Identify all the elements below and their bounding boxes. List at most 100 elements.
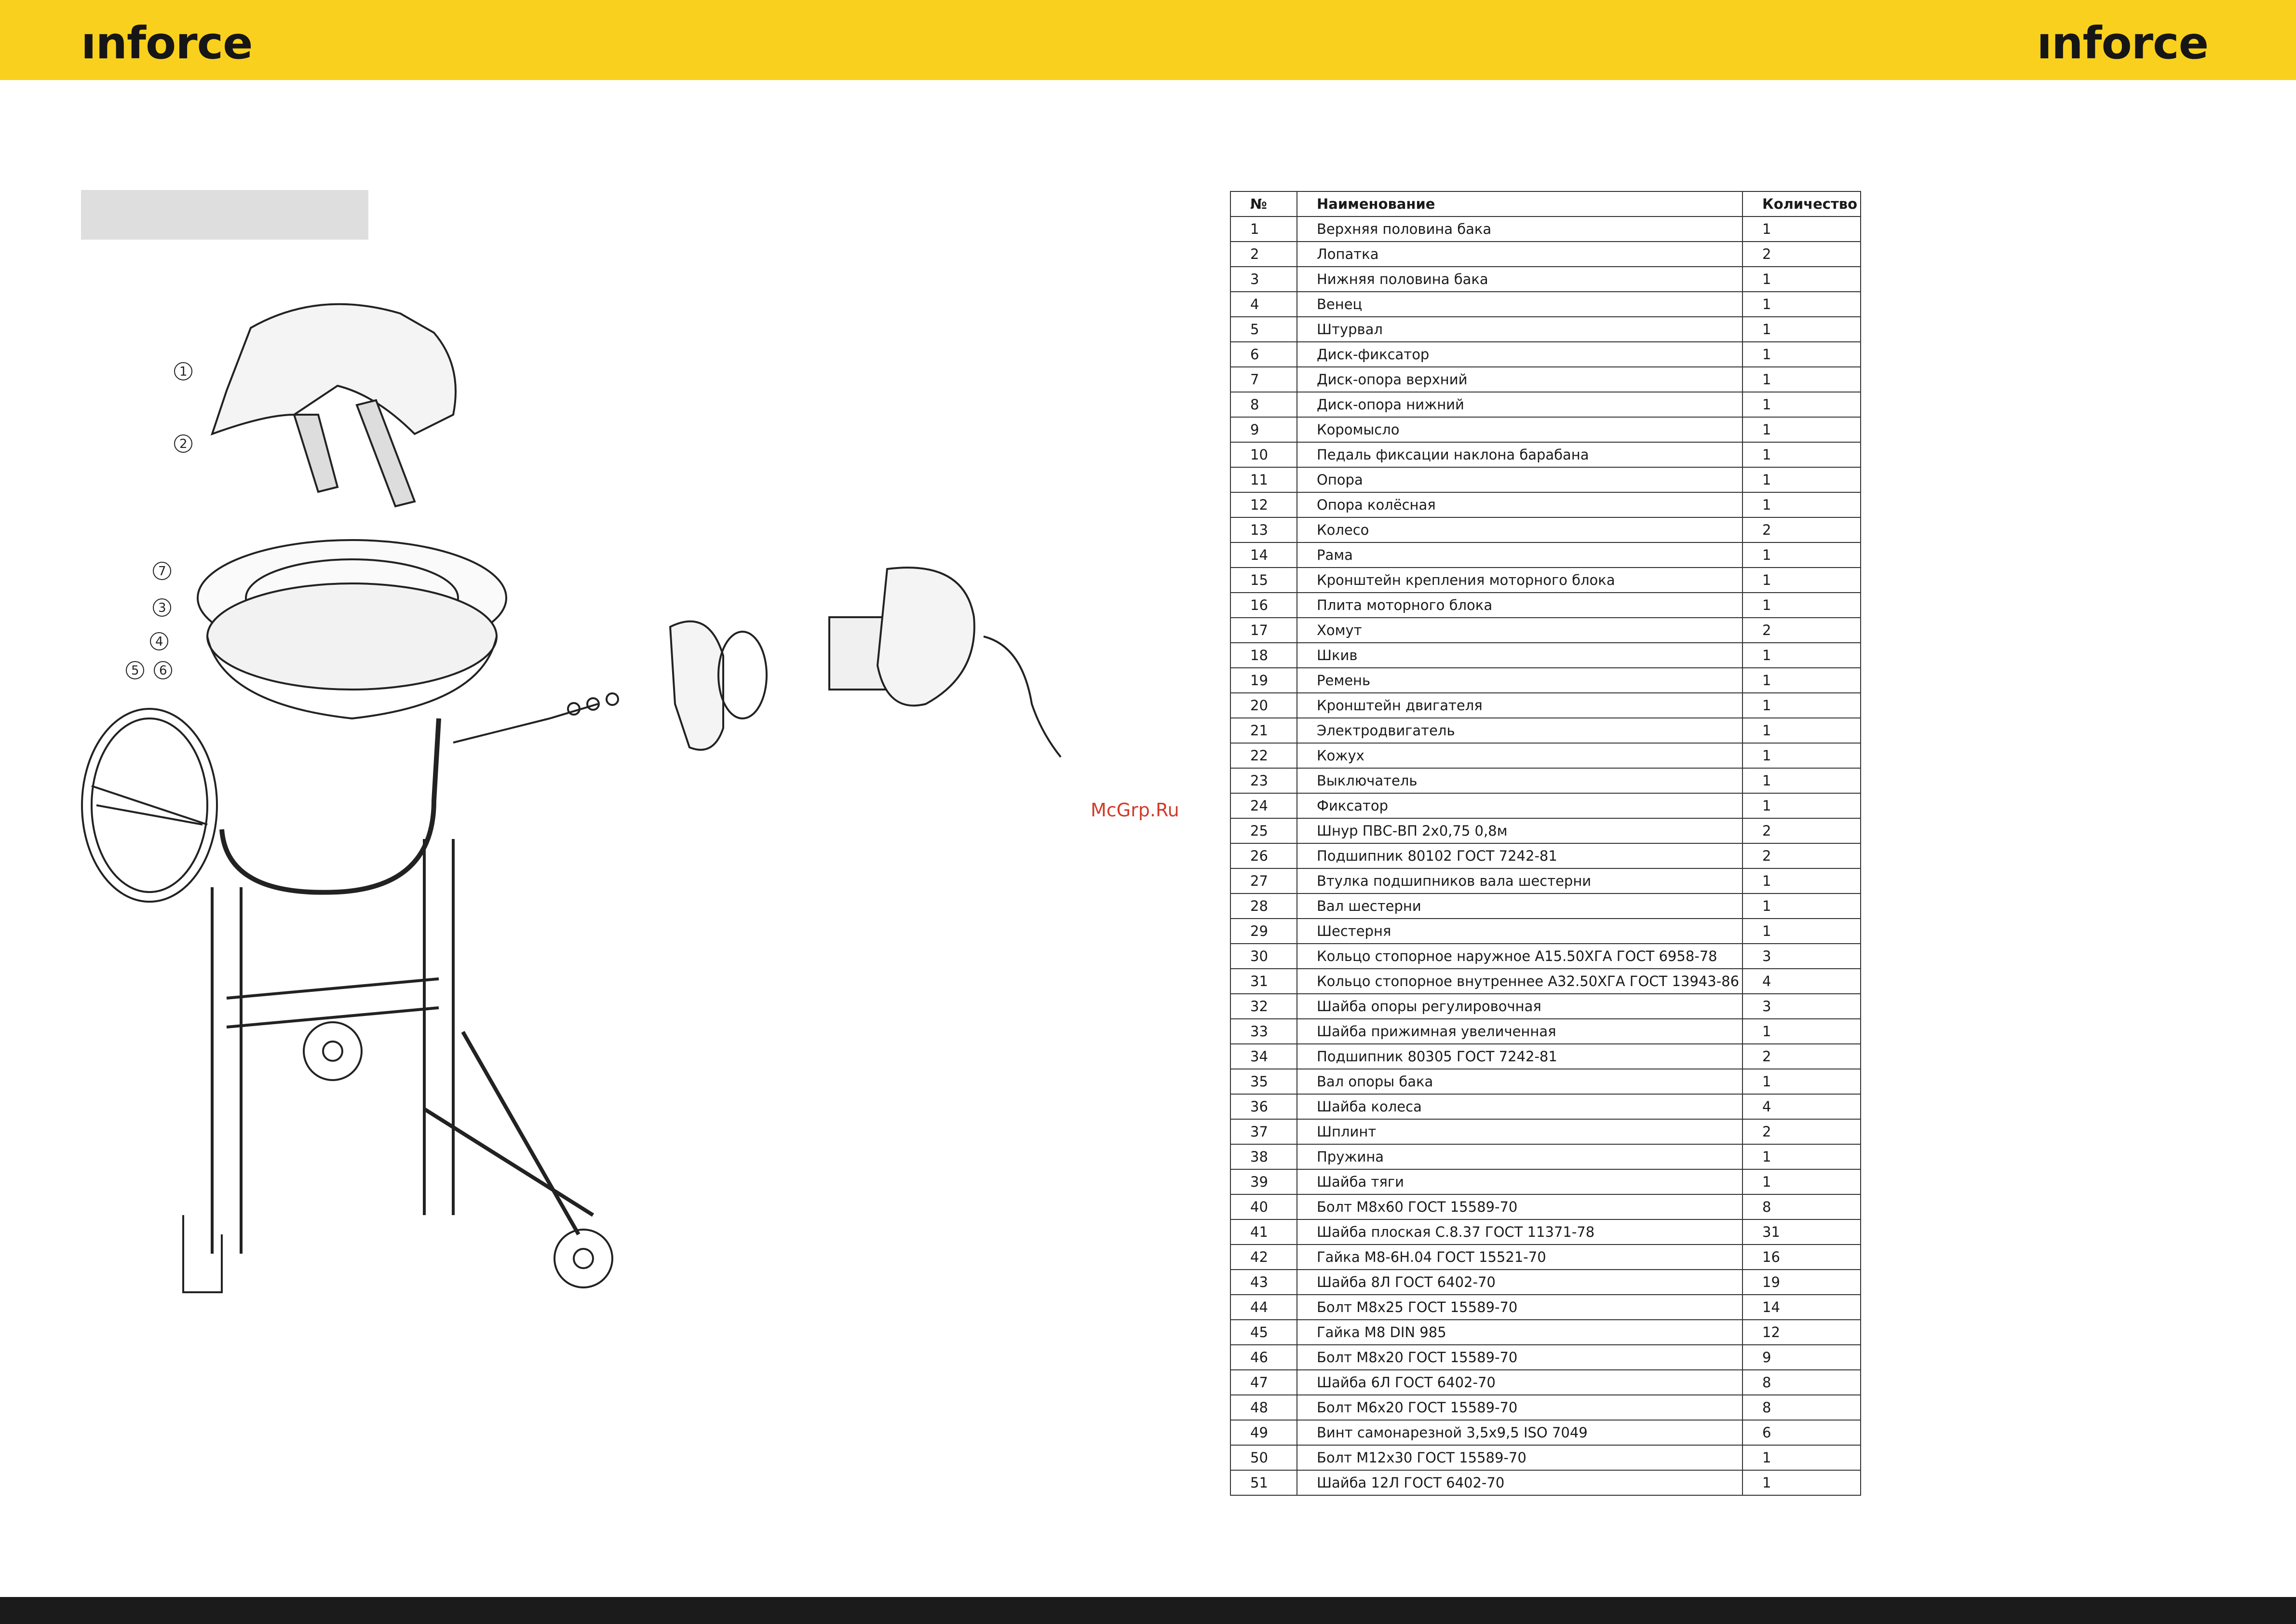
cell-number: 25 (1230, 818, 1297, 844)
cell-quantity: 1 (1742, 642, 1861, 668)
cell-name: Опора (1297, 467, 1743, 493)
cell-quantity: 14 (1742, 1294, 1861, 1320)
cell-quantity: 1 (1742, 918, 1861, 944)
cell-name: Педаль фиксации наклона барабана (1297, 442, 1743, 468)
cell-name: Шайба прижимная увеличенная (1297, 1018, 1743, 1044)
cell-name: Штурвал (1297, 316, 1743, 342)
cell-quantity: 4 (1742, 968, 1861, 994)
cell-quantity: 12 (1742, 1319, 1861, 1345)
cell-name: Шайба плоская С.8.37 ГОСТ 11371-78 (1297, 1219, 1743, 1245)
cell-quantity: 1 (1742, 442, 1861, 468)
cell-quantity: 1 (1742, 542, 1861, 568)
cell-number: 22 (1230, 743, 1297, 769)
cell-quantity: 1 (1742, 1445, 1861, 1471)
cell-name: Гайка М8 DIN 985 (1297, 1319, 1743, 1345)
cell-quantity: 1 (1742, 216, 1861, 242)
cell-number: 34 (1230, 1043, 1297, 1069)
cell-quantity: 1 (1742, 717, 1861, 744)
cell-name: Хомут (1297, 617, 1743, 643)
cell-quantity: 1 (1742, 1018, 1861, 1044)
cell-name: Винт самонарезной 3,5x9,5 ISO 7049 (1297, 1420, 1743, 1446)
cell-name: Подшипник 80305 ГОСТ 7242-81 (1297, 1043, 1743, 1069)
cell-number: 15 (1230, 567, 1297, 593)
cell-name: Кольцо стопорное внутреннее А32.50ХГА ГО… (1297, 968, 1743, 994)
callout-label: 1 (179, 365, 188, 379)
cell-quantity: 1 (1742, 291, 1861, 317)
cell-number: 36 (1230, 1094, 1297, 1120)
cell-number: 17 (1230, 617, 1297, 643)
cell-name: Шкив (1297, 642, 1743, 668)
cell-name: Диск-опора верхний (1297, 366, 1743, 392)
cell-quantity: 1 (1742, 392, 1861, 418)
cell-number: 5 (1230, 316, 1297, 342)
cell-number: 42 (1230, 1244, 1297, 1270)
cell-quantity: 1 (1742, 768, 1861, 794)
cell-number: 19 (1230, 667, 1297, 693)
cell-number: 47 (1230, 1369, 1297, 1395)
cell-number: 43 (1230, 1269, 1297, 1295)
cell-quantity: 1 (1742, 467, 1861, 493)
cell-name: Пружина (1297, 1144, 1743, 1170)
cell-quantity: 2 (1742, 617, 1861, 643)
cell-number: 7 (1230, 366, 1297, 392)
callout-label: 5 (131, 663, 139, 678)
cell-number: 6 (1230, 341, 1297, 367)
cell-name: Вал шестерни (1297, 893, 1743, 919)
cell-number: 13 (1230, 517, 1297, 543)
cell-quantity: 8 (1742, 1369, 1861, 1395)
cell-name: Болт М12x30 ГОСТ 15589-70 (1297, 1445, 1743, 1471)
cell-quantity: 1 (1742, 1169, 1861, 1195)
cell-name: Ремень (1297, 667, 1743, 693)
cell-quantity: 1 (1742, 316, 1861, 342)
cell-name: Рама (1297, 542, 1743, 568)
cell-quantity: 1 (1742, 868, 1861, 894)
cell-number: 29 (1230, 918, 1297, 944)
cell-quantity: 1 (1742, 366, 1861, 392)
cell-name: Венец (1297, 291, 1743, 317)
cell-quantity: 1 (1742, 1069, 1861, 1095)
column-header-name: Наименование (1297, 191, 1743, 217)
cell-number: 44 (1230, 1294, 1297, 1320)
cell-name: Шайба 12Л ГОСТ 6402-70 (1297, 1470, 1743, 1496)
cell-quantity: 2 (1742, 843, 1861, 869)
cell-number: 32 (1230, 993, 1297, 1019)
cell-name: Диск-опора нижний (1297, 392, 1743, 418)
cell-quantity: 2 (1742, 1043, 1861, 1069)
cell-quantity: 8 (1742, 1194, 1861, 1220)
cell-name: Верхняя половина бака (1297, 216, 1743, 242)
cell-quantity: 2 (1742, 517, 1861, 543)
cell-number: 3 (1230, 266, 1297, 292)
cell-name: Опора колёсная (1297, 492, 1743, 518)
column-header-number: № (1230, 191, 1297, 217)
cell-number: 16 (1230, 592, 1297, 618)
cell-quantity: 4 (1742, 1094, 1861, 1120)
cell-name: Шайба тяги (1297, 1169, 1743, 1195)
cell-name: Шайба 8Л ГОСТ 6402-70 (1297, 1269, 1743, 1295)
cell-name: Шайба опоры регулировочная (1297, 993, 1743, 1019)
callout-label: 3 (158, 601, 166, 615)
cell-name: Болт М8x20 ГОСТ 15589-70 (1297, 1344, 1743, 1370)
cell-name: Болт М8x60 ГОСТ 15589-70 (1297, 1194, 1743, 1220)
